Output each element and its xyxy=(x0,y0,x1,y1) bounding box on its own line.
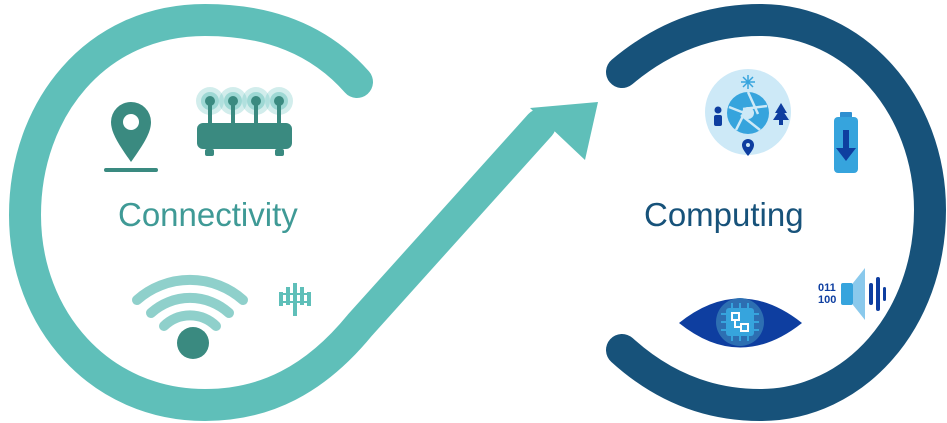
binary-bottom-text: 100 xyxy=(818,294,836,306)
computing-loop-arc xyxy=(606,3,947,422)
connectivity-label: Connectivity xyxy=(118,196,298,233)
router-icon xyxy=(196,87,293,156)
wifi-icon xyxy=(132,274,248,359)
antenna-icon xyxy=(279,283,311,316)
connectivity-loop-arc xyxy=(9,4,556,421)
vision-eye-icon xyxy=(679,298,802,348)
camera-aperture-icon xyxy=(705,69,791,156)
arrow-head xyxy=(530,102,598,160)
binary-top-text: 011 xyxy=(818,282,836,294)
computing-label: Computing xyxy=(644,196,804,233)
location-pin-icon xyxy=(104,102,158,172)
audio-speaker-icon: 011 100 xyxy=(818,268,886,320)
battery-download-icon xyxy=(834,112,858,173)
